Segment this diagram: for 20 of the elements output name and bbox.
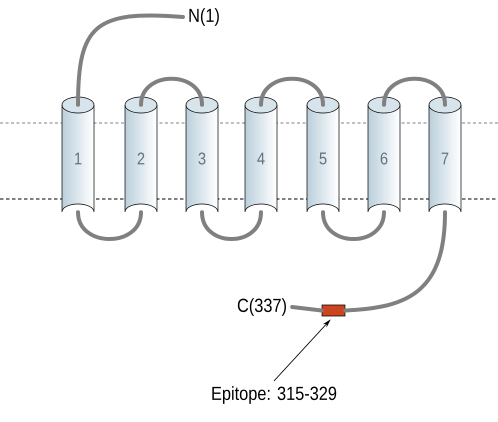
helix-cylinder: 7 — [428, 96, 462, 212]
loop-line — [382, 76, 447, 107]
helix-cylinder: 5 — [306, 96, 340, 212]
epitope-marker — [322, 304, 346, 316]
loop-line — [321, 210, 386, 242]
loop-line — [200, 210, 263, 242]
helix-cylinder: 6 — [368, 96, 400, 212]
helix-cylinder: 1 — [62, 96, 94, 212]
terminus-label: C(337) — [238, 298, 286, 316]
loop-line — [290, 305, 324, 312]
loop-line — [343, 210, 447, 312]
annotation-label: Epitope: 315-329 — [212, 386, 336, 404]
helix-cylinder: 3 — [186, 96, 218, 212]
loop-line — [259, 76, 325, 107]
loop-line — [139, 76, 204, 107]
loop-line — [76, 210, 143, 242]
helix-cylinder: 4 — [244, 96, 278, 212]
loop-line — [76, 14, 185, 107]
helix-cylinder: 2 — [124, 96, 158, 212]
terminus-label: N(1) — [189, 8, 219, 26]
